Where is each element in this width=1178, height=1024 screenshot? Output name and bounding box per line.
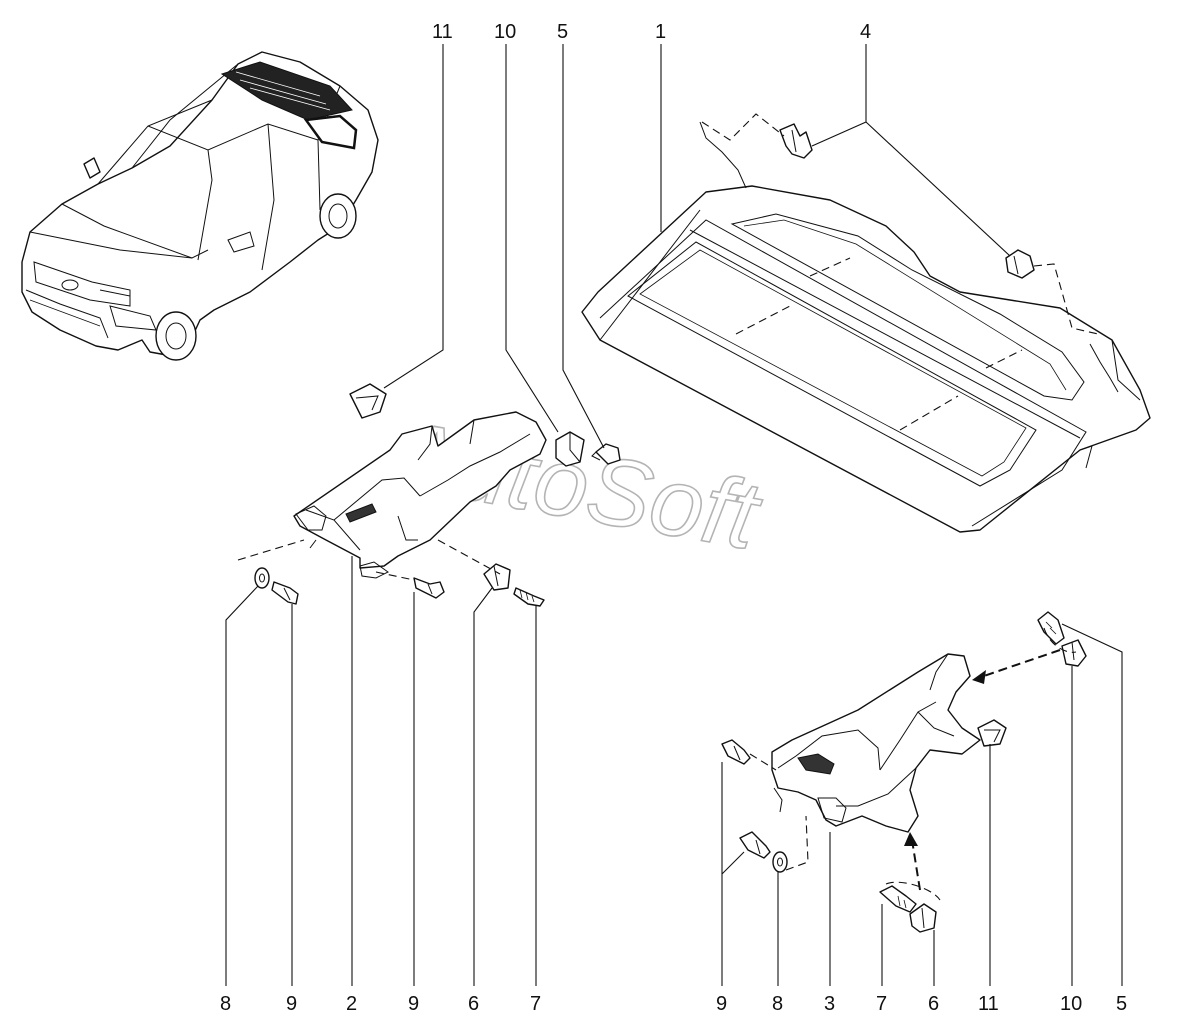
right-trim-panel-part-3 <box>771 653 981 833</box>
fastener-clip-part-4-upper <box>779 123 813 159</box>
callout-left-9b: 9 <box>408 993 419 1015</box>
screw-part-9-left-b <box>413 577 445 599</box>
left-trim-panel-part-2 <box>293 411 547 579</box>
washer-part-8-left <box>254 567 270 589</box>
callout-right-11: 11 <box>978 993 999 1015</box>
retaining-clip-part-11-right <box>977 719 1007 747</box>
callout-right-6: 6 <box>928 993 939 1015</box>
callout-right-7: 7 <box>876 993 887 1015</box>
cap-nut-part-10-upper <box>555 431 585 467</box>
clip-nut-part-6-left <box>483 563 511 591</box>
screw-part-7-right <box>879 885 917 913</box>
leader-lines <box>225 44 1123 986</box>
screw-part-7-left <box>513 587 545 607</box>
callout-left-9a: 9 <box>286 993 297 1015</box>
callout-top-5: 5 <box>557 21 568 43</box>
callout-left-2: 2 <box>346 993 357 1015</box>
callout-top-11: 11 <box>432 21 453 43</box>
screw-part-5-right <box>1037 611 1065 645</box>
callout-top-4: 4 <box>860 21 871 43</box>
callout-left-7: 7 <box>530 993 541 1015</box>
callout-right-10: 10 <box>1060 993 1082 1015</box>
callout-top-1: 1 <box>655 21 666 43</box>
callout-right-8: 8 <box>772 993 783 1015</box>
callout-right-9: 9 <box>716 993 727 1015</box>
callout-right-5: 5 <box>1116 993 1127 1015</box>
clip-nut-part-6-right <box>909 903 937 933</box>
screw-part-9-left-a <box>271 581 299 605</box>
callout-left-6: 6 <box>468 993 479 1015</box>
fastener-clip-part-4-lower <box>1005 249 1035 279</box>
screw-part-9-right-a <box>721 739 751 765</box>
rear-parcel-shelf-part-1 <box>581 121 1151 533</box>
callout-top-10: 10 <box>494 21 516 43</box>
screw-part-5-upper <box>591 443 621 465</box>
retaining-clip-part-11-upper <box>349 383 387 419</box>
cap-nut-part-10-right <box>1061 639 1087 667</box>
car-overview-illustration <box>21 51 379 361</box>
screw-part-9-right-b <box>739 831 771 859</box>
callout-right-3: 3 <box>824 993 835 1015</box>
washer-part-8-right <box>772 851 788 873</box>
callout-left-8: 8 <box>220 993 231 1015</box>
